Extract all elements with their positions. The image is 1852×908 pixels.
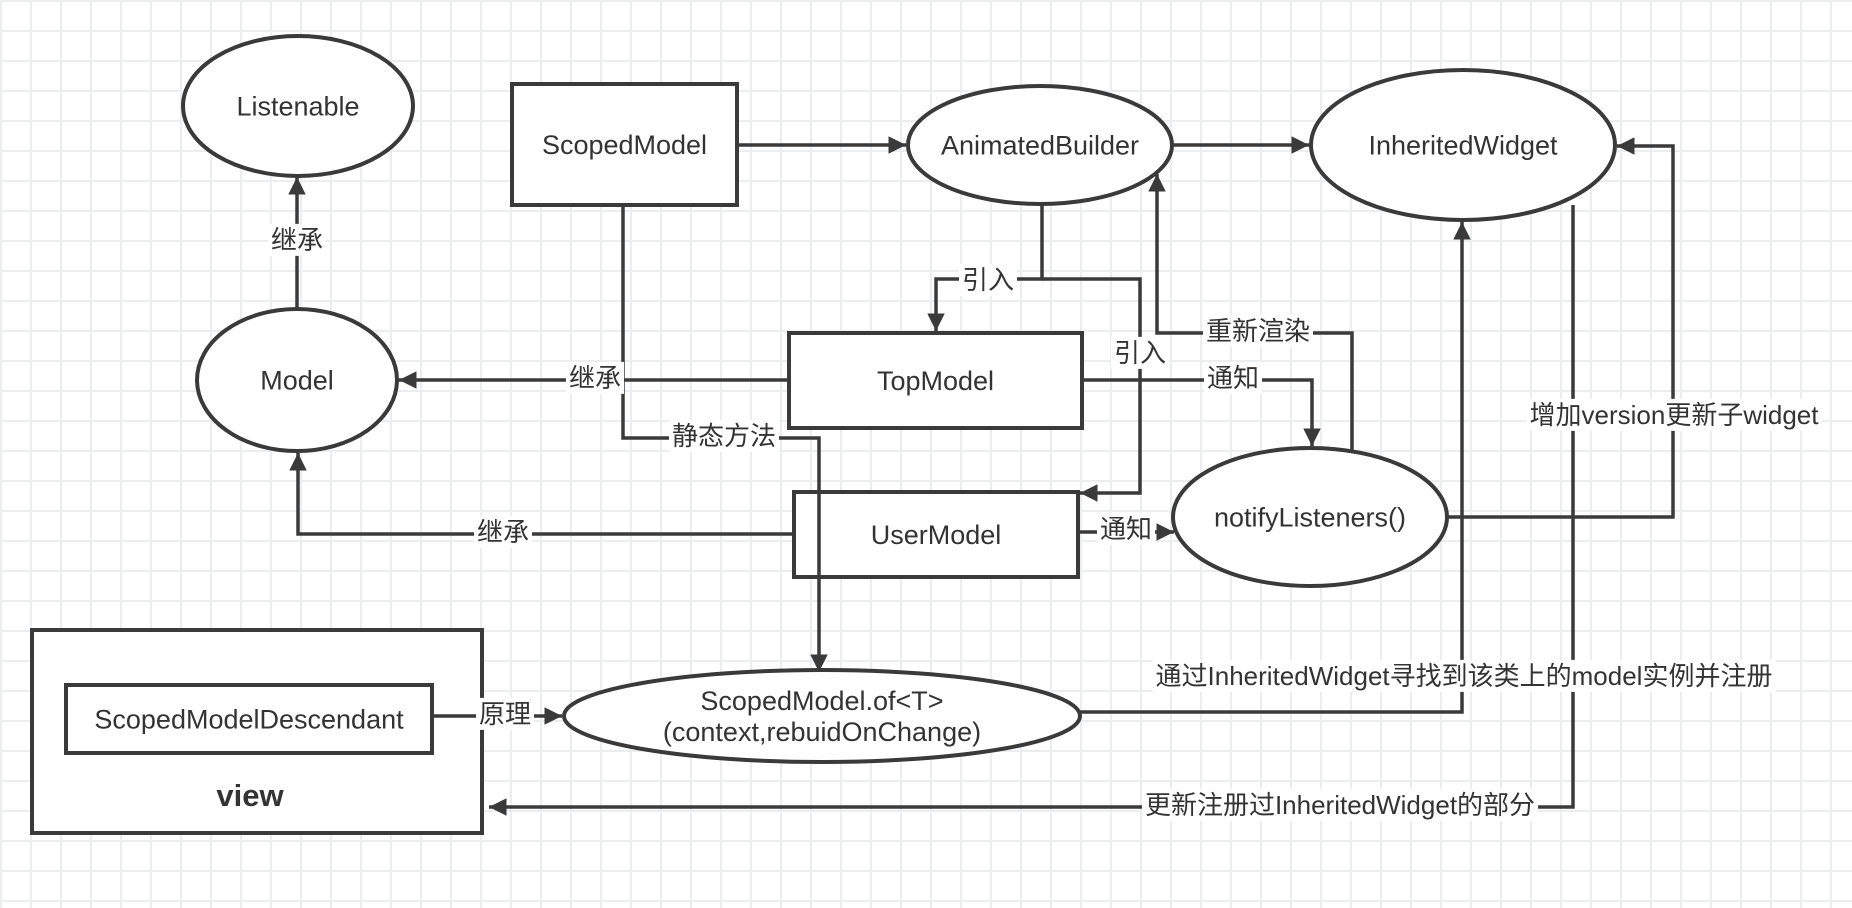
edge-labels-layer: 继承引入引入重新渲染通知通知增加version更新子widget继承静态方法继承…: [267, 223, 1823, 821]
label-principle-background: [475, 697, 535, 730]
label-rerender: 重新渲染: [1202, 314, 1314, 347]
label-inherit-topmodel-background: [565, 361, 625, 394]
label-update-registered-background: [1141, 788, 1539, 821]
label-inherit-listenable-text: 继承: [271, 225, 323, 255]
scoped-model-descendant-node: ScopedModelDescendant: [64, 683, 434, 755]
scoped-model-of-label: ScopedModel.of<T>(context,rebuidOnChange…: [663, 686, 981, 747]
label-inherit-usermodel: 继承: [473, 515, 533, 548]
label-import-usermodel-background: [1110, 336, 1170, 369]
label-add-version-background: [1526, 398, 1823, 431]
scoped-model-node: ScopedModel: [510, 82, 739, 207]
label-static-method-background: [668, 419, 780, 452]
label-notify-usermodel-text: 通知: [1100, 514, 1152, 544]
label-update-registered: 更新注册过InheritedWidget的部分: [1141, 788, 1539, 821]
inherited-widget-shape: [1309, 68, 1617, 222]
label-find-model: 通过InheritedWidget寻找到该类上的model实例并注册: [1152, 659, 1776, 692]
notify-listeners-node: notifyListeners(): [1171, 446, 1449, 588]
notifylisteners-to-inheritedwidget-arrow: [1447, 137, 1675, 519]
animated-builder-label: AnimatedBuilder: [941, 130, 1139, 160]
user-model-node: UserModel: [792, 490, 1080, 579]
scoped-model-of-node: ScopedModel.of<T>(context,rebuidOnChange…: [562, 668, 1082, 764]
label-notify-topmodel-text: 通知: [1207, 363, 1259, 393]
listenable-shape: [181, 34, 415, 178]
scoped-model-descendant-shape: [64, 683, 434, 755]
listenable-node: Listenable: [181, 34, 415, 178]
scoped-model-descendant-label: ScopedModelDescendant: [94, 704, 404, 734]
scopedmodelof-to-inheritedwidget-arrow: [1080, 222, 1471, 714]
inherited-widget-node: InheritedWidget: [1309, 68, 1617, 222]
label-rerender-background: [1202, 314, 1314, 347]
label-find-model-text: 通过InheritedWidget寻找到该类上的model实例并注册: [1156, 661, 1773, 691]
user-model-shape: [792, 490, 1080, 579]
notify-listeners-label: notifyListeners(): [1214, 502, 1406, 532]
notifylisteners-to-animatedbuilder-arrow: [1148, 174, 1354, 450]
label-import-topmodel-background: [958, 263, 1018, 296]
model-label: Model: [260, 365, 334, 395]
label-notify-topmodel: 通知: [1203, 361, 1263, 394]
label-notify-topmodel-background: [1203, 361, 1263, 394]
label-update-registered-text: 更新注册过InheritedWidget的部分: [1145, 790, 1535, 820]
label-inherit-topmodel: 继承: [565, 361, 625, 394]
label-notify-usermodel: 通知: [1096, 512, 1156, 545]
label-find-model-background: [1152, 659, 1776, 692]
usermodel-to-model-arrow: [289, 453, 794, 536]
topmodel-to-notifylisteners-arrow: [1082, 378, 1321, 446]
label-static-method-text: 静态方法: [672, 421, 776, 451]
label-principle-text: 原理: [479, 699, 531, 729]
label-static-method: 静态方法: [668, 419, 780, 452]
label-import-usermodel: 引入: [1110, 336, 1170, 369]
inherited-widget-label: InheritedWidget: [1368, 130, 1558, 160]
user-model-label: UserModel: [871, 520, 1002, 550]
label-add-version-text: 增加version更新子widget: [1530, 400, 1820, 430]
scoped-model-label: ScopedModel: [542, 130, 707, 160]
top-model-node: TopModel: [787, 331, 1084, 430]
animated-builder-node: AnimatedBuilder: [906, 84, 1174, 206]
listenable-label: Listenable: [236, 91, 359, 121]
label-import-topmodel-text: 引入: [962, 265, 1014, 295]
label-inherit-usermodel-background: [473, 515, 533, 548]
label-import-topmodel: 引入: [958, 263, 1018, 296]
label-import-usermodel-text: 引入: [1114, 338, 1166, 368]
label-principle: 原理: [475, 697, 535, 730]
top-model-label: TopModel: [877, 366, 994, 396]
animatedbuilder-to-usermodel-arrow: [1042, 277, 1142, 502]
label-inherit-topmodel-text: 继承: [569, 363, 621, 393]
label-inherit-listenable: 继承: [267, 223, 327, 256]
label-inherit-listenable-background: [267, 223, 327, 256]
model-node: Model: [195, 307, 399, 453]
view-box-label: view: [216, 778, 284, 813]
label-inherit-usermodel-text: 继承: [477, 517, 529, 547]
label-notify-usermodel-background: [1096, 512, 1156, 545]
label-rerender-text: 重新渲染: [1206, 316, 1310, 346]
label-add-version: 增加version更新子widget: [1526, 398, 1823, 431]
